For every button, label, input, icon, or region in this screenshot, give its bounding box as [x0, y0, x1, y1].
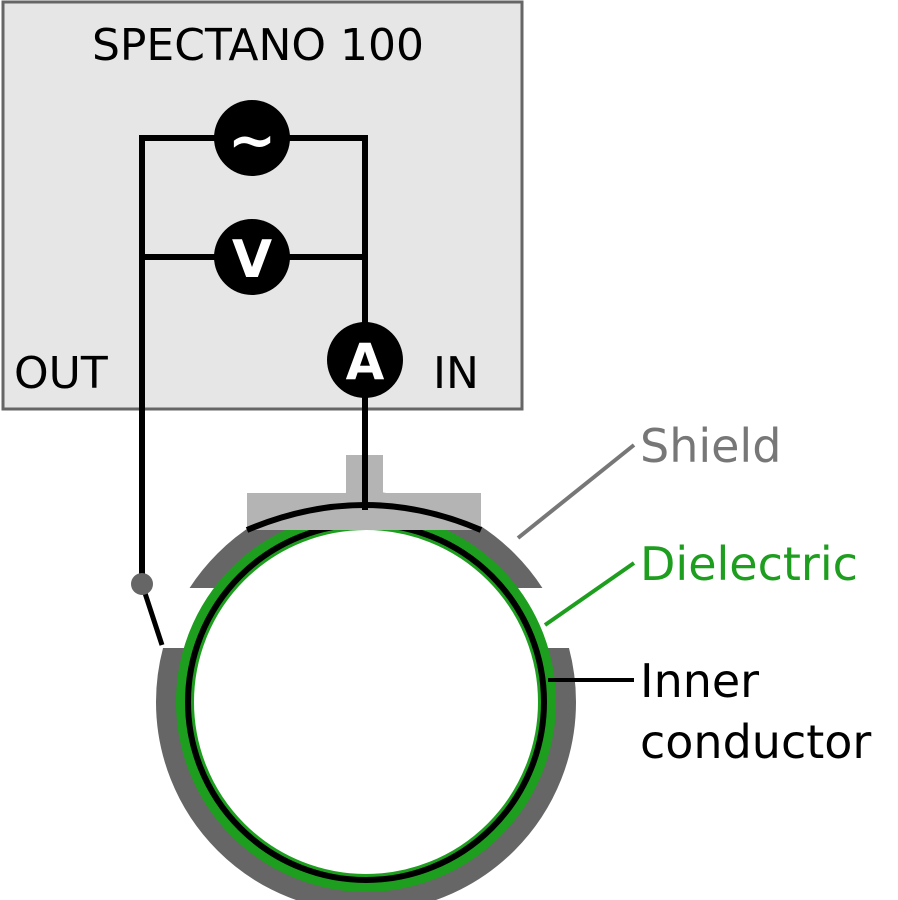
device-box [1, 0, 524, 411]
out-label: OUT [14, 348, 108, 399]
dielectric-leader [543, 561, 636, 627]
ammeter-icon: A [346, 333, 385, 391]
voltmeter-icon: V [232, 230, 272, 290]
device-title: SPECTANO 100 [92, 20, 424, 71]
inner-conductor [185, 521, 547, 883]
in-label: IN [433, 348, 479, 399]
shield-leader [516, 443, 636, 540]
ammeter: A [327, 322, 403, 398]
voltmeter: V [214, 219, 290, 295]
conductor-top-arc [245, 502, 483, 533]
cable-shield [156, 492, 576, 900]
ac-source: ~ [214, 100, 290, 176]
inner-label-line2: conductor [640, 715, 871, 769]
junction-dot [131, 573, 153, 595]
dielectric-label: Dielectric [640, 537, 858, 591]
ac-source-icon: ~ [228, 106, 277, 174]
inner-label-line1: Inner [640, 654, 759, 708]
shield-label: Shield [640, 419, 781, 473]
